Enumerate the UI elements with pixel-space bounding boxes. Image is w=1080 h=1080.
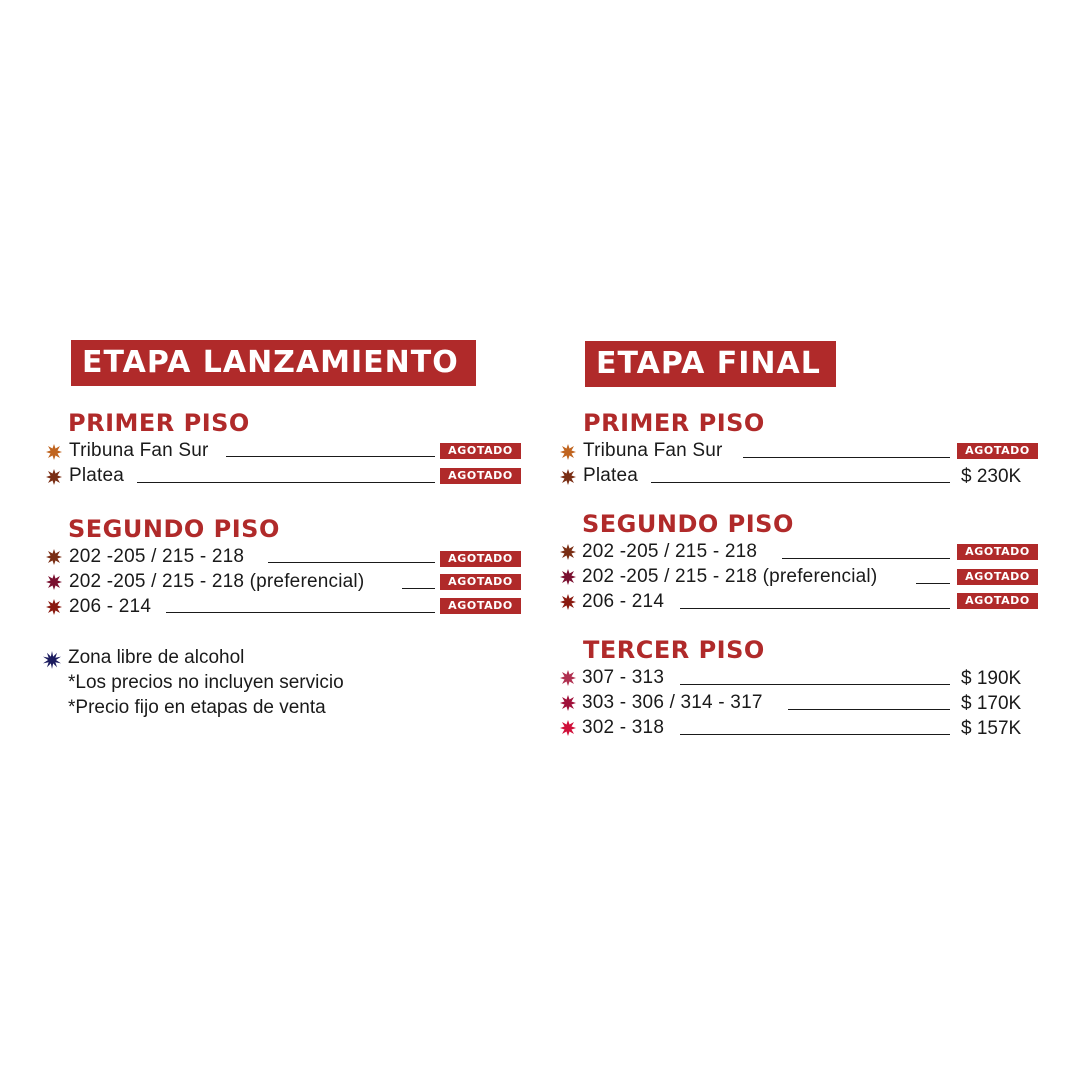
star-pink-icon <box>560 670 576 686</box>
sold-out-badge: AGOTADO <box>957 443 1038 459</box>
final-stage-title: ETAPA FINAL <box>585 341 836 387</box>
final-item-label: 307 - 313 <box>582 667 665 688</box>
final-item-label: 303 - 306 / 314 - 317 <box>582 692 763 713</box>
sold-out-badge: AGOTADO <box>440 551 521 567</box>
leader-line <box>743 457 950 458</box>
price-value: $ 157K <box>961 718 1022 739</box>
final-item-label: 202 -205 / 215 - 218 (preferencial) <box>582 566 878 587</box>
star-brown-icon <box>46 469 62 485</box>
leader-line <box>226 456 435 457</box>
final-item-label: 302 - 318 <box>582 717 665 738</box>
alcohol-free-note: Zona libre de alcohol <box>68 647 245 668</box>
launch-stage-title: ETAPA LANZAMIENTO <box>71 340 476 386</box>
launch-first-floor-title: PRIMER PISO <box>68 409 250 437</box>
star-brown-icon <box>560 469 576 485</box>
star-darkred-icon <box>46 599 62 615</box>
final-item-label: 206 - 214 <box>582 591 665 612</box>
launch-item-label: Platea <box>69 465 125 486</box>
star-brown-icon <box>46 549 62 565</box>
sold-out-badge: AGOTADO <box>440 574 521 590</box>
sold-out-badge: AGOTADO <box>440 598 521 614</box>
final-item-label: Platea <box>583 465 639 486</box>
launch-second-floor-title: SEGUNDO PISO <box>68 515 280 543</box>
star-navy-icon <box>43 651 61 669</box>
final-third-floor-title: TERCER PISO <box>583 636 765 664</box>
star-brown-icon <box>560 544 576 560</box>
sold-out-badge: AGOTADO <box>440 443 521 459</box>
leader-line <box>680 608 950 609</box>
leader-line <box>680 734 950 735</box>
leader-line <box>788 709 950 710</box>
final-item-label: 202 -205 / 215 - 218 <box>582 541 758 562</box>
leader-line <box>137 482 435 483</box>
leader-line <box>268 562 435 563</box>
leader-line <box>402 588 435 589</box>
leader-line <box>916 583 950 584</box>
sold-out-badge: AGOTADO <box>957 593 1038 609</box>
leader-line <box>782 558 950 559</box>
leader-line <box>651 482 950 483</box>
service-note: *Los precios no incluyen servicio <box>68 672 344 693</box>
final-first-floor-title: PRIMER PISO <box>583 409 765 437</box>
fixed-price-note: *Precio fijo en etapas de venta <box>68 697 326 718</box>
star-darkred-icon <box>560 594 576 610</box>
final-second-floor-title: SEGUNDO PISO <box>582 510 794 538</box>
launch-item-label: Tribuna Fan Sur <box>69 440 209 461</box>
launch-item-label: 206 - 214 <box>69 596 152 617</box>
star-maroon-icon <box>560 569 576 585</box>
launch-item-label: 202 -205 / 215 - 218 <box>69 546 245 567</box>
sold-out-badge: AGOTADO <box>957 569 1038 585</box>
star-orange-icon <box>46 444 62 460</box>
leader-line <box>166 612 435 613</box>
star-orange-icon <box>560 444 576 460</box>
star-maroon-icon <box>46 574 62 590</box>
final-item-label: Tribuna Fan Sur <box>583 440 723 461</box>
launch-item-label: 202 -205 / 215 - 218 (preferencial) <box>69 571 365 592</box>
price-value: $ 230K <box>961 466 1022 487</box>
sold-out-badge: AGOTADO <box>440 468 521 484</box>
sold-out-badge: AGOTADO <box>957 544 1038 560</box>
star-crimson-icon <box>560 720 576 736</box>
price-value: $ 170K <box>961 693 1022 714</box>
leader-line <box>680 684 950 685</box>
star-magenta-icon <box>560 695 576 711</box>
price-value: $ 190K <box>961 668 1022 689</box>
